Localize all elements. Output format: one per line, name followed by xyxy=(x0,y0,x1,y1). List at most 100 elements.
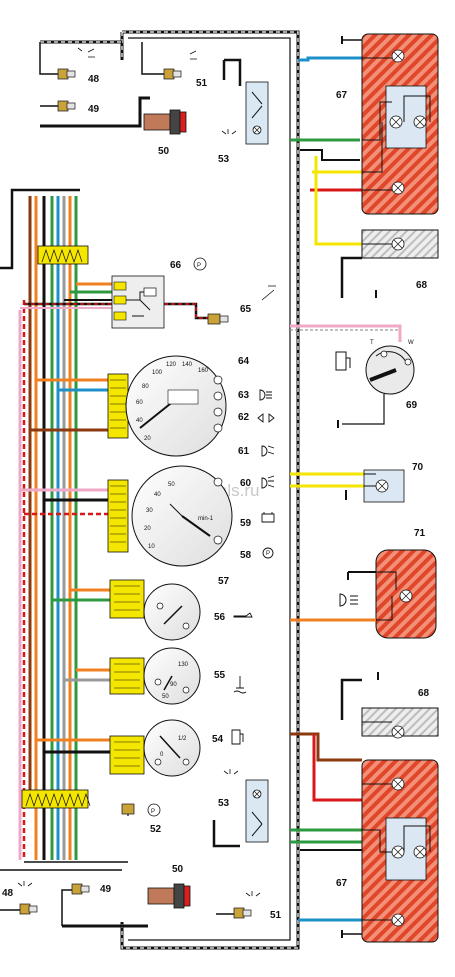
oil-can-icon xyxy=(233,612,253,618)
coolant-temp-icon xyxy=(233,676,247,694)
parking-symbol-text-3: P xyxy=(151,809,155,815)
speedo-tick-60: 60 xyxy=(136,400,143,406)
label-50: 50 xyxy=(158,146,170,157)
label-49-bottom: 49 xyxy=(100,884,112,895)
label-61: 61 xyxy=(238,446,250,457)
tacho-tick-20: 20 xyxy=(144,526,151,532)
label-69: 69 xyxy=(406,400,418,411)
sensor-52: P xyxy=(121,803,161,817)
bulb-icon xyxy=(391,777,427,927)
bottom-left-group: 48 49 50 51 xyxy=(0,864,282,928)
fuel-gauge-54: 0 1/2 xyxy=(109,719,244,777)
parking-symbol-icon: P xyxy=(193,257,207,271)
socket-50-bottom xyxy=(62,883,191,928)
fuel-tick-half: 1/2 xyxy=(178,736,187,742)
headlight-icon xyxy=(259,389,272,401)
sender-65 xyxy=(207,285,276,325)
speedo-tick-20: 20 xyxy=(144,436,151,442)
label-51-bottom: 51 xyxy=(270,910,282,921)
parking-symbol-text-2: P xyxy=(266,551,270,557)
switch-53-top xyxy=(221,58,269,145)
label-53: 53 xyxy=(218,154,230,165)
lamp-51-bottom xyxy=(216,891,261,919)
right-top-wires xyxy=(290,36,362,246)
tank-t-label: T xyxy=(370,340,374,346)
switch-53-bottom xyxy=(212,769,269,848)
label-58: 58 xyxy=(240,550,252,561)
speedo-tick-40: 40 xyxy=(136,418,143,424)
label-53-bottom: 53 xyxy=(218,798,230,809)
lamp-70 xyxy=(290,469,405,503)
label-52: 52 xyxy=(150,824,162,835)
label-49: 49 xyxy=(88,104,100,115)
indicator-icons-speedo xyxy=(257,389,275,457)
label-67-top: 67 xyxy=(336,90,348,101)
plate-lamp-68-top xyxy=(340,229,439,298)
right-bottom-wires xyxy=(290,672,379,938)
fuel-pump-icon xyxy=(335,351,351,371)
temp-tick-50: 50 xyxy=(162,694,169,700)
label-57: 57 xyxy=(218,576,230,587)
label-66: 66 xyxy=(170,260,182,271)
tacho-tick-30: 30 xyxy=(146,508,153,514)
label-63: 63 xyxy=(238,390,250,401)
left-harness-wires xyxy=(0,188,208,860)
low-beam-icon xyxy=(261,445,275,457)
lamp-49-bottom xyxy=(61,883,90,926)
label-51: 51 xyxy=(196,78,208,89)
connector-bottom xyxy=(21,789,91,809)
speedo-tick-140: 140 xyxy=(182,362,193,368)
speedo-tick-160: 160 xyxy=(198,368,209,374)
tank-w-label: W xyxy=(408,340,414,346)
label-64: 64 xyxy=(238,356,250,367)
label-70: 70 xyxy=(412,462,424,473)
tacho-unit: min-1 xyxy=(198,516,214,522)
tacho-tick-50: 50 xyxy=(168,482,175,488)
fuel-tick-0: 0 xyxy=(160,752,164,758)
temp-tick-90: 90 xyxy=(170,682,177,688)
speedometer-gauge: 20 40 60 80 100 120 140 160 xyxy=(107,355,227,457)
label-54: 54 xyxy=(212,734,224,745)
tail-lamp-67-top xyxy=(361,33,439,215)
speedo-tick-120: 120 xyxy=(166,362,177,368)
indicator-icons-tacho xyxy=(261,475,275,559)
speedo-tick-100: 100 xyxy=(152,370,163,376)
label-55: 55 xyxy=(214,670,226,681)
socket-50-top xyxy=(40,96,187,135)
label-68-top: 68 xyxy=(416,280,428,291)
lamp-51-top xyxy=(163,50,197,80)
connector-top xyxy=(37,245,89,265)
turn-signal-icon xyxy=(257,413,275,423)
label-60: 60 xyxy=(240,478,252,489)
parking-brake-icon xyxy=(262,547,274,559)
label-62: 62 xyxy=(238,412,250,423)
parking-symbol-icon-2 xyxy=(147,803,161,817)
lamp-48-bottom xyxy=(0,881,38,915)
tacho-tick-10: 10 xyxy=(148,544,155,550)
lamp-49-top xyxy=(40,100,76,112)
temp-tick-130: 130 xyxy=(178,662,189,668)
plate-lamp-68-bottom xyxy=(361,707,439,739)
label-67-bottom: 67 xyxy=(336,878,348,889)
top-left-group: 48 49 50 51 53 xyxy=(40,47,269,165)
light-symbol-icon xyxy=(77,47,95,58)
label-71: 71 xyxy=(414,528,426,539)
speedo-tick-80: 80 xyxy=(142,384,149,390)
tachometer-gauge: 10 20 30 40 50 min-1 xyxy=(107,465,233,567)
high-beam-icon xyxy=(261,475,275,489)
label-56: 56 xyxy=(214,612,226,623)
label-65: 65 xyxy=(240,304,252,315)
bulb-icon xyxy=(389,49,427,195)
harness-frame xyxy=(0,30,300,950)
label-48: 48 xyxy=(88,74,100,85)
oil-pressure-gauge-56 xyxy=(109,579,253,641)
lamp-48-top xyxy=(57,47,95,80)
tail-lamp-67-bottom xyxy=(361,759,439,943)
rear-fog-icon xyxy=(339,593,358,607)
temperature-gauge-55: 130 90 50 xyxy=(109,647,247,705)
parking-symbol-text: P xyxy=(197,263,201,269)
tacho-tick-40: 40 xyxy=(154,492,161,498)
fuel-pump-icon xyxy=(231,729,244,745)
fuel-sender-69: T W xyxy=(290,324,415,428)
